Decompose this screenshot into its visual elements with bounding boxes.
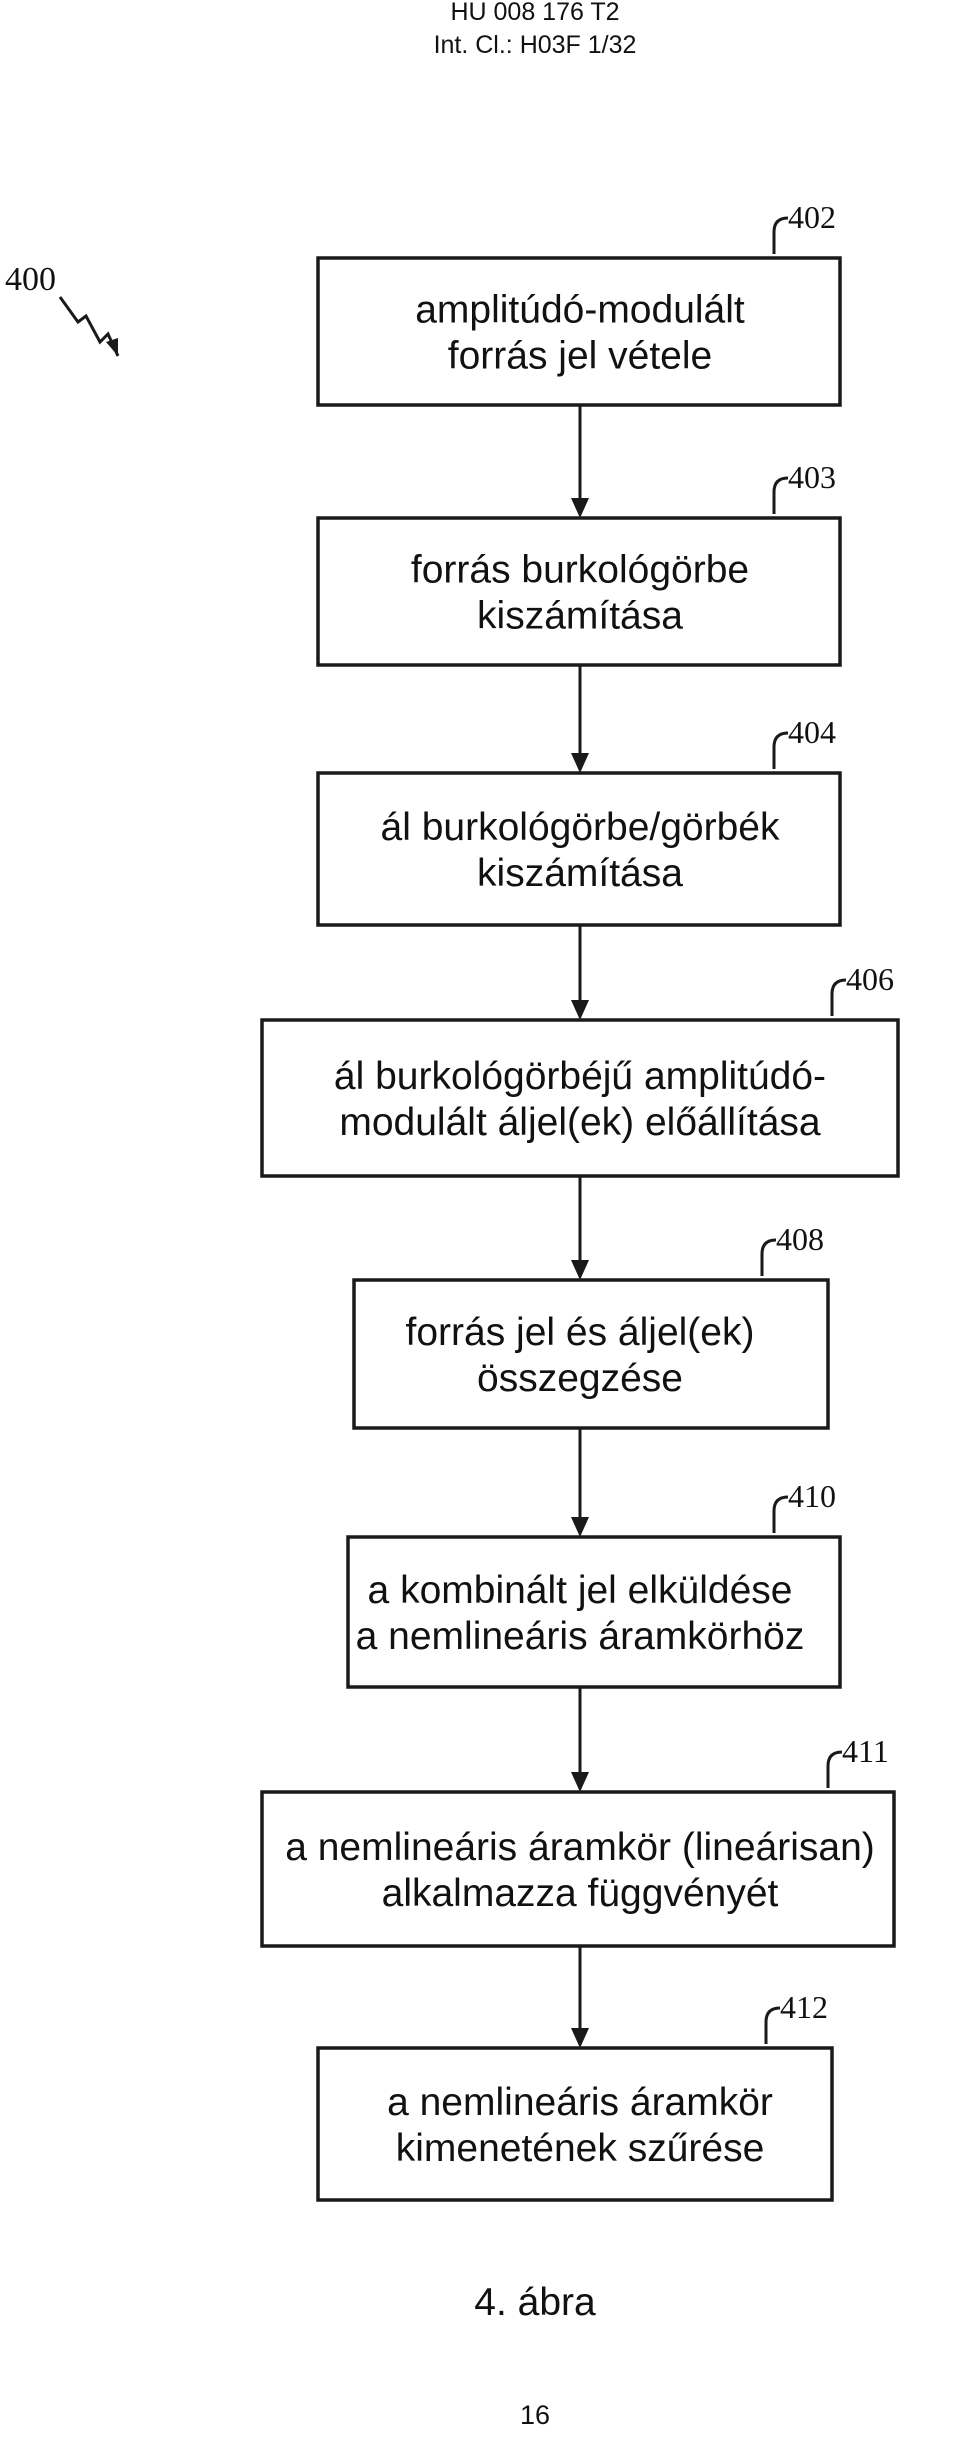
step-text-line: a kombinált jel elküldése [368,1569,793,1612]
step-406: ál burkológörbéjű amplitúdó-modulált álj… [260,1018,900,1178]
step-text-line: modulált áljel(ek) előállítása [339,1101,821,1144]
ref-406: 406 [830,961,894,1016]
step-box [316,256,842,407]
header-classification: Int. Cl.: H03F 1/32 [433,31,637,59]
diagram-ref-label: 400 [5,261,56,298]
step-text-line: a nemlineáris áramkör [387,2081,773,2124]
step-box [346,1535,842,1689]
step-text-line: kiszámítása [477,595,683,638]
ref-410: 410 [772,1478,836,1533]
arrowhead-icon [571,498,589,518]
arrow-410-to-411 [571,1687,589,1792]
step-text-line: a nemlineáris áramkör (lineárisan) [285,1826,875,1869]
ref-leader-icon [772,476,789,514]
ref-number: 411 [842,1733,889,1769]
step-box [260,1018,900,1178]
ref-leader-icon [830,978,847,1016]
arrowhead-icon [571,1517,589,1537]
ref-404: 404 [772,714,836,769]
arrowhead-icon [571,1772,589,1792]
ref-403: 403 [772,459,836,514]
arrow-404-to-406 [571,925,589,1020]
ref-leader-icon [772,731,789,769]
arrow-411-to-412 [571,1946,589,2048]
step-text-line: forrás burkológörbe [411,549,749,592]
arrow-406-to-408 [571,1176,589,1280]
ref-leader-icon [826,1750,843,1788]
ref-412: 412 [764,1989,828,2044]
arrowhead-icon [571,1000,589,1020]
arrowhead-icon [571,753,589,773]
ref-number: 412 [780,1989,828,2025]
ref-411: 411 [826,1733,889,1788]
step-408: forrás jel és áljel(ek)összegzése [352,1278,830,1430]
ref-402: 402 [772,199,836,254]
arrowhead-icon [571,1260,589,1280]
ref-leader-icon [772,1495,789,1533]
page-number: 16 [519,2400,551,2430]
figure-label: 4. ábra [474,2281,596,2324]
ref-408: 408 [760,1221,824,1276]
arrowhead-icon [571,2028,589,2048]
step-text-line: a nemlineáris áramkörhöz [356,1615,805,1658]
diagram-ref-400: 400 [5,261,120,357]
arrow-408-to-410 [571,1428,589,1537]
step-text-line: forrás jel vétele [448,335,712,378]
header-patent-number: HU 008 176 T2 [450,0,620,26]
arrowhead-icon [106,338,118,356]
ref-number: 406 [846,961,894,997]
step-text-line: ál burkológörbéjű amplitúdó- [334,1055,826,1098]
zigzag-leader-icon [58,296,120,357]
arrow-402-to-403 [571,405,589,518]
step-box [316,2046,834,2202]
ref-leader-icon [764,2006,781,2044]
ref-number: 402 [788,199,836,235]
step-text-line: amplitúdó-modulált [415,289,745,332]
ref-number: 408 [776,1221,824,1257]
arrow-403-to-404 [571,665,589,773]
step-text-line: alkalmazza függvényét [382,1872,779,1915]
step-box [316,516,842,667]
step-text-line: forrás jel és áljel(ek) [406,1311,755,1354]
step-text-line: kimenetének szűrése [396,2127,765,2170]
step-box [316,771,842,927]
step-text-line: összegzése [477,1357,683,1400]
ref-number: 403 [788,459,836,495]
step-text-line: ál burkológörbe/görbék [381,806,780,849]
ref-number: 404 [788,714,836,750]
ref-leader-icon [760,1238,777,1276]
step-box [352,1278,830,1430]
step-box [260,1790,896,1948]
ref-leader-icon [772,216,789,254]
ref-number: 410 [788,1478,836,1514]
step-text-line: kiszámítása [477,852,683,895]
step-411: a nemlineáris áramkör (lineárisan)alkalm… [260,1790,896,1948]
